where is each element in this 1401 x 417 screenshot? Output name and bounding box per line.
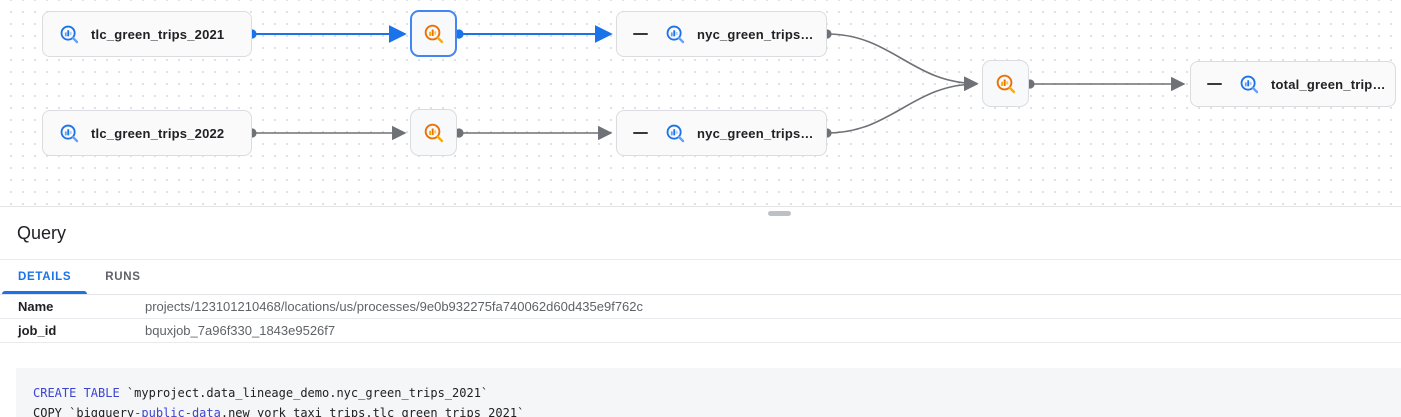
sql-keyword: -public-data — [134, 406, 221, 417]
detail-label: Name — [18, 299, 54, 314]
detail-value: bquxjob_7a96f330_1843e9526f7 — [145, 323, 336, 338]
node-nyc-green-trips-2021[interactable]: nyc_green_trips… — [616, 11, 827, 57]
detail-row-name: Name projects/123101210468/locations/us/… — [0, 295, 1401, 319]
detail-row-job-id: job_id bquxjob_7a96f330_1843e9526f7 — [0, 319, 1401, 343]
panel-tabs: DETAILS RUNS — [0, 260, 1401, 295]
node-process-2[interactable] — [410, 109, 457, 156]
query-panel-header: Query — [0, 207, 1401, 260]
sql-text: .new_york_taxi_trips.tlc_green_trips_202… — [220, 406, 525, 417]
node-process-3[interactable] — [982, 60, 1029, 107]
edge-nyc2022-to-process3 — [826, 76, 979, 134]
edge-nyc2021-to-process3 — [826, 33, 979, 91]
sql-code-block: CREATE TABLE `myproject.data_lineage_dem… — [16, 368, 1401, 417]
sql-line: COPY `bigquery-public-data.new_york_taxi… — [33, 403, 1385, 417]
tab-runs[interactable]: RUNS — [105, 271, 141, 283]
collapse-icon[interactable] — [633, 131, 648, 135]
collapse-icon[interactable] — [633, 32, 648, 36]
panel-title: Query — [17, 222, 67, 243]
bigquery-table-icon — [60, 124, 79, 142]
node-label: total_green_trip… — [1271, 76, 1386, 92]
sql-keyword: CREATE TABLE — [33, 386, 120, 400]
bigquery-table-icon — [666, 25, 685, 43]
node-tlc-green-trips-2022[interactable]: tlc_green_trips_2022 — [42, 110, 252, 156]
node-label: nyc_green_trips… — [697, 26, 814, 42]
detail-value: projects/123101210468/locations/us/proce… — [145, 299, 644, 314]
sql-text: `myproject.data_lineage_demo.nyc_green_t… — [119, 386, 489, 400]
query-panel: Query DETAILS RUNS Name projects/1231012… — [0, 207, 1401, 417]
collapse-icon[interactable] — [1207, 82, 1222, 86]
bigquery-process-icon — [424, 123, 443, 142]
node-total-green-trips[interactable]: total_green_trip… — [1190, 61, 1396, 107]
detail-label: job_id — [18, 323, 57, 338]
bigquery-process-icon — [424, 24, 443, 43]
node-nyc-green-trips-2022[interactable]: nyc_green_trips… — [616, 110, 827, 156]
bigquery-table-icon — [60, 25, 79, 43]
bigquery-table-icon — [1240, 75, 1259, 93]
bigquery-table-icon — [666, 124, 685, 142]
tab-details[interactable]: DETAILS — [1, 260, 88, 294]
sql-text: COPY `bigquery — [33, 406, 135, 417]
node-label: tlc_green_trips_2021 — [91, 26, 225, 42]
bigquery-process-icon — [996, 74, 1015, 93]
node-process-1[interactable] — [410, 10, 457, 57]
node-tlc-green-trips-2021[interactable]: tlc_green_trips_2021 — [42, 11, 252, 57]
lineage-graph-canvas[interactable]: tlc_green_trips_2021 tlc_green_trips_202… — [0, 0, 1401, 207]
panel-resize-handle[interactable] — [768, 211, 791, 216]
node-label: nyc_green_trips… — [697, 125, 814, 141]
node-label: tlc_green_trips_2022 — [91, 125, 225, 141]
sql-line: CREATE TABLE `myproject.data_lineage_dem… — [33, 383, 1385, 403]
